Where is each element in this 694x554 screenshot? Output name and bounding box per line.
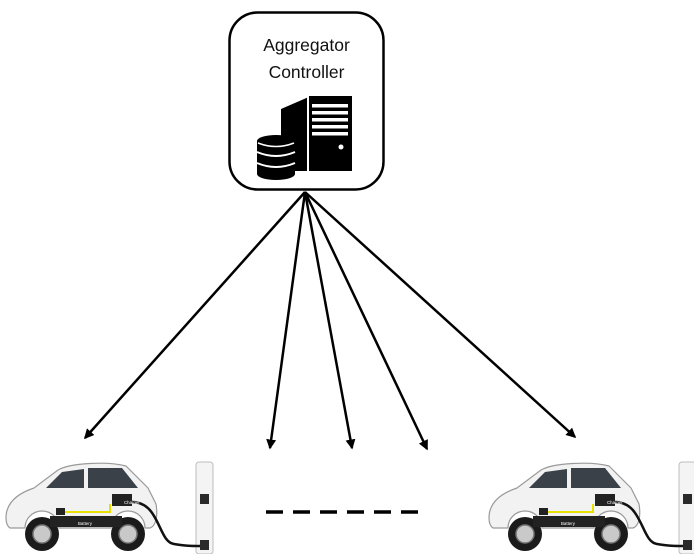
- controller-title-line1: Aggregator: [263, 35, 350, 55]
- arrow-to-ev-1: [84, 191, 306, 440]
- arrow-to-ev-n: [304, 191, 577, 439]
- electric-vehicle-left: Charger Battery: [4, 460, 215, 554]
- control-arrows: [84, 191, 577, 451]
- battery-label-right: Battery: [561, 521, 576, 526]
- arrow-to-ev-2: [266, 191, 307, 450]
- charger-label-right: Charger: [607, 500, 623, 505]
- charger-label-left: Charger: [124, 500, 140, 505]
- aggregator-controller: Aggregator Controller: [228, 11, 385, 191]
- server-database-icon: [256, 96, 352, 180]
- battery-label-left: Battery: [78, 521, 93, 526]
- electric-vehicle-right: Charger Battery: [487, 460, 694, 554]
- controller-title-line2: Controller: [269, 62, 345, 82]
- arrow-to-ev-4: [303, 191, 429, 451]
- arrow-to-ev-3: [303, 191, 356, 450]
